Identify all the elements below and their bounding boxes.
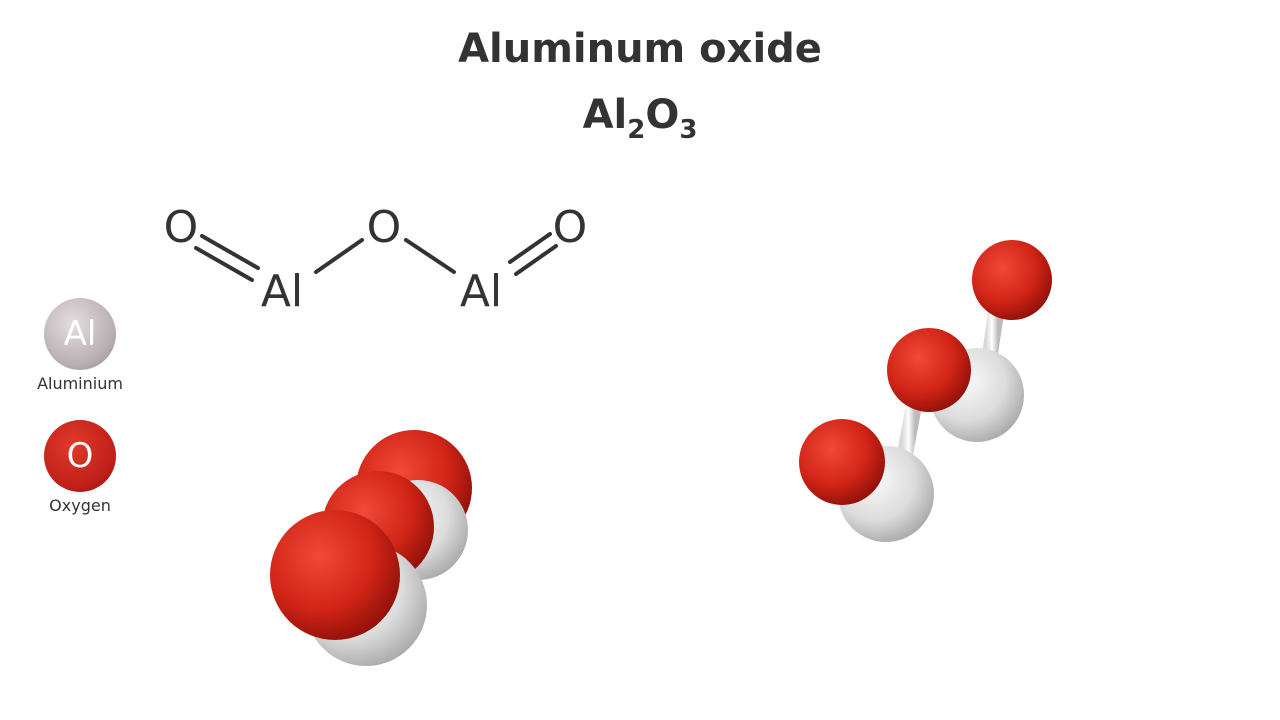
space-filling-model bbox=[270, 430, 472, 666]
oxygen-legend-ball: O bbox=[44, 420, 116, 492]
bond-double bbox=[514, 244, 558, 276]
aluminium-legend-ball: Al bbox=[44, 298, 116, 370]
bond-single bbox=[314, 238, 364, 274]
chemical-formula: Al2O3 bbox=[582, 92, 698, 145]
ball-and-stick-model bbox=[799, 240, 1052, 542]
oxygen-ball bbox=[887, 328, 971, 412]
legend-label: Aluminium bbox=[37, 374, 123, 393]
compound-name: Aluminum oxide bbox=[458, 26, 822, 72]
atom-al: Al bbox=[460, 266, 502, 317]
atom-al: Al bbox=[261, 266, 303, 317]
legend-aluminium: Al Aluminium bbox=[30, 298, 130, 393]
atom-o: O bbox=[164, 202, 199, 253]
oxygen-ball bbox=[799, 419, 885, 505]
oxygen-sphere bbox=[270, 510, 400, 640]
bond-double bbox=[508, 232, 552, 264]
atom-o: O bbox=[553, 202, 588, 253]
bond-single bbox=[404, 238, 456, 274]
legend-label: Oxygen bbox=[49, 496, 111, 515]
oxygen-ball bbox=[972, 240, 1052, 320]
bond-double bbox=[194, 246, 254, 282]
bond-double bbox=[200, 234, 260, 270]
atom-o: O bbox=[367, 202, 402, 253]
legend-oxygen: O Oxygen bbox=[30, 420, 130, 515]
